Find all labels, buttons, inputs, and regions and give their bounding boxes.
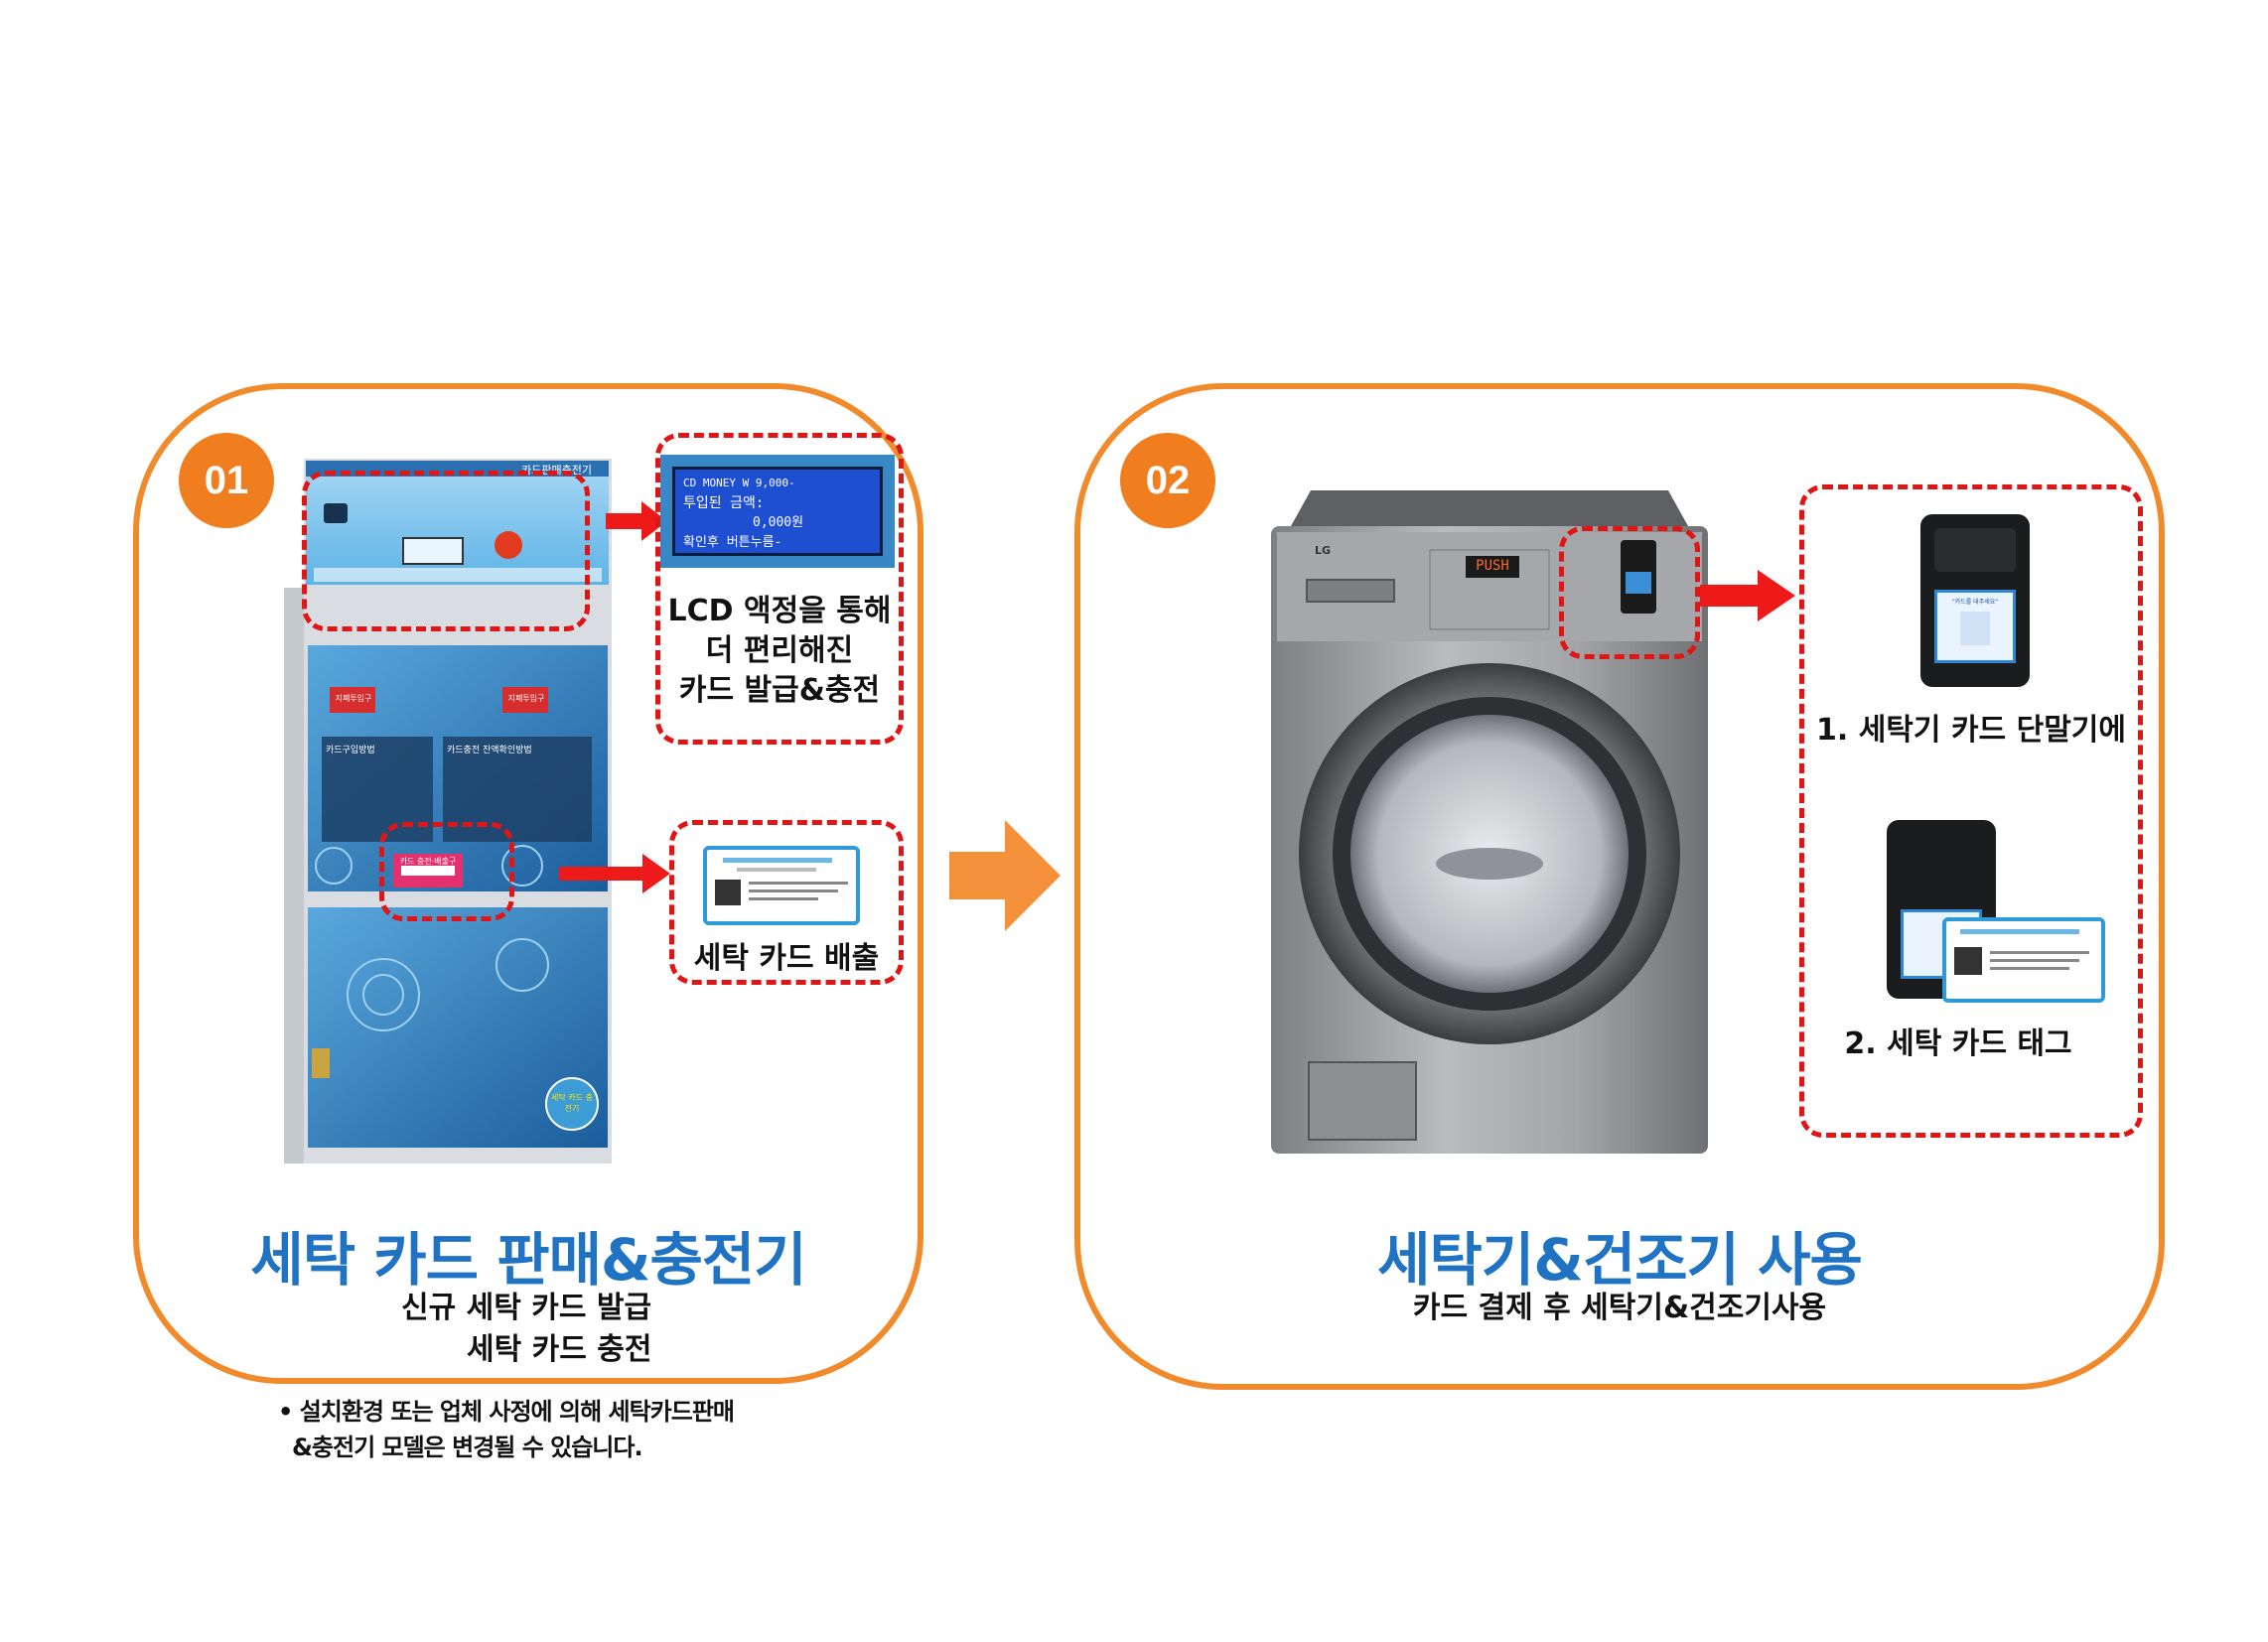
card-callout-box [669, 820, 904, 985]
card-vending-machine-image: 카드판매충전기 지폐투입구 지폐투입구 카드구입방법 카드충전 잔액확인방법 카… [274, 449, 618, 1163]
bill-inlet-left-label: 지폐투입구 [335, 694, 372, 703]
card-callout-caption: 세탁 카드 배출 [693, 941, 880, 976]
washer-display: PUSH [1476, 558, 1509, 574]
arrow-to-lcd-callout [606, 501, 667, 541]
step2-subtitle: 카드 결제 후 세탁기&건조기사용 [1412, 1291, 1827, 1325]
step1-badge: 01 [179, 433, 274, 528]
arrow-to-reader-callout [1700, 570, 1795, 621]
lcd-caption-line-3: 카드 발급&충전 [678, 673, 881, 708]
lcd-row-3: 0,000원 [753, 515, 804, 530]
card-reader-highlight [1559, 526, 1700, 659]
howto-check-label: 카드충전 잔액확인방법 [447, 746, 532, 755]
howto-buy-label: 카드구입방법 [326, 746, 375, 755]
reader-caption-2: 2. 세탁 카드 태그 [1844, 1026, 2072, 1061]
card-tag-image [1887, 820, 2105, 1005]
card-reader-image: "카드를 대주세요" [1920, 514, 2030, 687]
washing-machine-image: LG PUSH [1271, 486, 1708, 1158]
card-outlet-label: 카드 충전·배출구 [399, 857, 457, 866]
install-note-line-2: &충전기 모델은 변경될 수 있습니다. [292, 1434, 643, 1461]
step2-badge: 02 [1120, 433, 1215, 528]
lcd-row-4: 확인후 버튼누름- [683, 535, 782, 550]
install-note: • 설치환경 또는 업체 사정에 의해 세탁카드판매 &충전기 모델은 변경될 … [278, 1394, 735, 1465]
arrow-to-card-callout [559, 854, 670, 893]
lcd-screen-image: CD MONEY W 9,000- 투입된 금액: 0,000원 확인후 버튼누… [660, 455, 895, 568]
bill-inlet-right-label: 지폐투입구 [507, 694, 545, 703]
reader-prompt-label: "카드를 대주세요" [1951, 599, 1999, 606]
lcd-callout-caption: LCD 액정을 통해 더 편리해진 카드 발급&충전 [655, 592, 904, 711]
install-note-line-1: • 설치환경 또는 업체 사정에 의해 세탁카드판매 [278, 1398, 735, 1426]
brand-badge-label: 세탁 카드 충전기 [551, 1093, 593, 1113]
lcd-callout-box [655, 433, 904, 745]
lcd-caption-line-1: LCD 액정을 통해 [667, 594, 892, 628]
step1-subtitle-line-2: 세탁 카드 충전 [467, 1332, 652, 1367]
card-outlet-highlight [379, 822, 514, 921]
lcd-caption-line-2: 더 편리해진 [705, 633, 854, 668]
step1-title: 세탁 카드 판매&충전기 [250, 1226, 806, 1294]
lcd-row-2: 투입된 금액: [683, 495, 765, 511]
step1-subtitle-line-1: 신규 세탁 카드 발급 [401, 1291, 652, 1325]
reader-caption-1: 1. 세탁기 카드 단말기에 [1815, 713, 2126, 748]
washer-brand: LG [1315, 544, 1332, 557]
step2-title: 세탁기&건조기 사용 [1377, 1226, 1863, 1294]
laundry-card-image [703, 846, 860, 925]
lcd-panel-highlight [302, 471, 590, 631]
lcd-row-1: CD MONEY W 9,000- [683, 477, 795, 489]
reader-callout-box [1799, 484, 2143, 1138]
step-arrow [949, 820, 1061, 931]
